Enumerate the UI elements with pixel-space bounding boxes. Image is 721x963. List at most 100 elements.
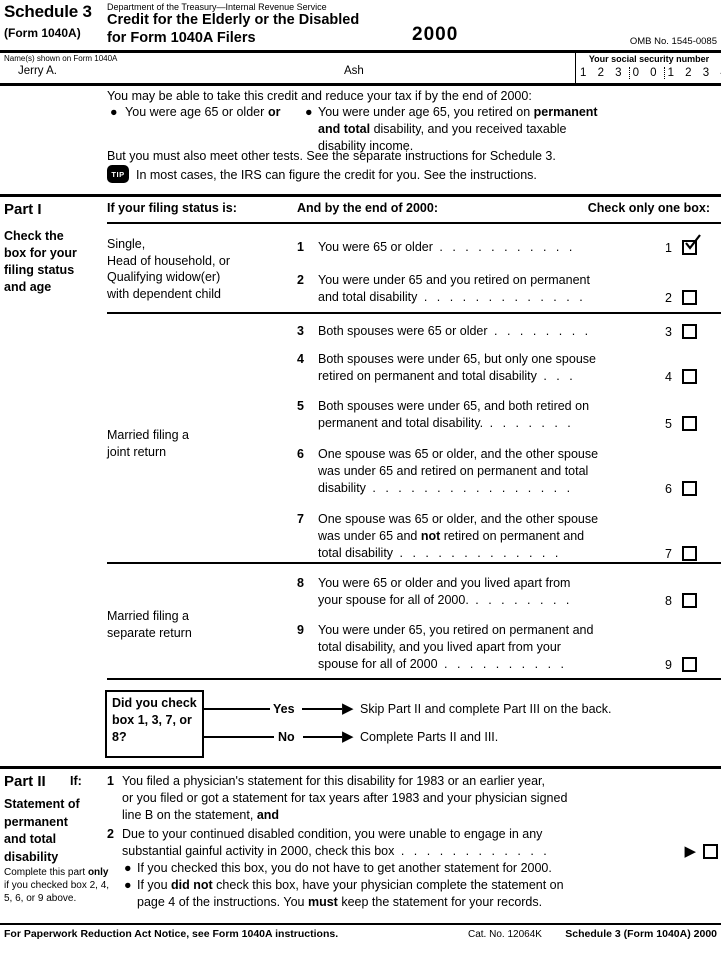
- first-name-field[interactable]: Jerry A.: [18, 65, 57, 77]
- part1-line-3: 3 Both spouses were 65 or older . . . . …: [297, 323, 703, 340]
- line-number: 8: [297, 576, 304, 590]
- line-text: You were under 65 and you retired on per…: [318, 273, 590, 304]
- box-number: 6: [665, 481, 672, 496]
- flow-no-label: No: [278, 730, 295, 744]
- intro-line2: But you must also meet other tests. See …: [107, 149, 556, 163]
- bullet-icon: ●: [124, 878, 132, 892]
- box-number: 2: [665, 290, 672, 305]
- flow-no-text: Complete Parts II and III.: [360, 730, 499, 744]
- checkbox-9[interactable]: [682, 657, 697, 672]
- box-number: 7: [665, 546, 672, 561]
- flow-no-line-right: [303, 736, 342, 738]
- line-number: 3: [297, 324, 304, 338]
- tip-text: In most cases, the IRS can figure the cr…: [136, 168, 537, 182]
- flow-yes-line-right: [302, 708, 342, 710]
- dot-leader: . . . . . . . . . . . .: [394, 844, 550, 858]
- group3-rule: [107, 678, 721, 680]
- flow-yes-line-left: [202, 708, 270, 710]
- line-text: Both spouses were under 65, and both ret…: [318, 399, 590, 430]
- part1-line-9: 9 You were under 65, you retired on perm…: [297, 622, 703, 673]
- schedule-label: Schedule 3: [4, 2, 92, 21]
- tip-icon: TIP: [107, 165, 129, 183]
- part2-item-1: 1 You filed a physician's statement for …: [107, 773, 718, 824]
- intro-or: or: [268, 105, 281, 119]
- part2-sidebar-title: Statement of permanent and total disabil…: [4, 797, 80, 864]
- part1-sidebar: Check the box for your filing status and…: [4, 229, 77, 294]
- ssn-group-3[interactable]: 1 2 3 4: [667, 67, 721, 79]
- intro-bullet-right-text: You were under age 65, you retired on pe…: [318, 105, 598, 153]
- group2-rule: [107, 562, 721, 564]
- bullet-icon: ●: [124, 861, 132, 875]
- line-number: 1: [107, 774, 114, 788]
- intro-bullet-left: ● You were age 65 or older: [110, 104, 264, 121]
- part2-label: Part II: [4, 773, 46, 790]
- ssn-group-1[interactable]: 1 2 3: [580, 67, 626, 79]
- check-mark-icon: [685, 234, 701, 250]
- line-number: 7: [297, 512, 304, 526]
- part2-bullet-1: ● If you checked this box, you do not ha…: [124, 861, 552, 875]
- line-number: 2: [297, 273, 304, 287]
- line-text: One spouse was 65 or older, and the othe…: [318, 512, 599, 560]
- line-number: 2: [107, 827, 114, 841]
- part1-line-8: 8 You were 65 or older and you lived apa…: [297, 575, 703, 609]
- line-number: 9: [297, 623, 304, 637]
- flow-no-arrow-icon: ▶: [342, 728, 354, 745]
- checkbox-6[interactable]: [682, 481, 697, 496]
- checkbox-4[interactable]: [682, 369, 697, 384]
- flow-question-box: Did you check box 1, 3, 7, or 8?: [105, 690, 204, 758]
- bullet-icon: ●: [110, 105, 118, 119]
- part1-label: Part I: [4, 201, 42, 218]
- status-label-joint: Married filing a joint return: [107, 428, 189, 459]
- line-number: 4: [297, 352, 304, 366]
- part1-line-5: 5 Both spouses were under 65, and both r…: [297, 398, 703, 432]
- form-title-line2: for Form 1040A Filers: [107, 30, 256, 46]
- line-number: 5: [297, 399, 304, 413]
- box-number: 9: [665, 657, 672, 672]
- right-arrow-icon: ▶: [684, 842, 696, 860]
- ssn-field[interactable]: 1 2 3 0 0 1 2 3 4: [577, 64, 721, 82]
- checkbox-3[interactable]: [682, 324, 697, 339]
- dot-leader: . . .: [536, 369, 576, 383]
- checkbox-2[interactable]: [682, 290, 697, 305]
- ssn-group-2[interactable]: 0 0: [628, 67, 665, 79]
- ssn-divider: [575, 53, 576, 83]
- omb-number: OMB No. 1545-0085: [629, 36, 717, 47]
- flow-no-line-left: [202, 736, 274, 738]
- part1-line-2: 2 You were under 65 and you retired on p…: [297, 272, 703, 306]
- item2-text: Due to your continued disabled condition…: [122, 827, 550, 858]
- flow-yes-label: Yes: [273, 702, 295, 716]
- footer-rule: [0, 923, 721, 925]
- part2-bullet-2: ● If you did not check this box, have yo…: [124, 878, 564, 909]
- checkbox-1[interactable]: [682, 234, 701, 255]
- line-text: One spouse was 65 or older, and the othe…: [318, 447, 599, 495]
- flow-yes-text: Skip Part II and complete Part III on th…: [360, 702, 612, 716]
- dot-leader: . . . . . . . . . .: [437, 657, 567, 671]
- agency-line: Department of the Treasury—Internal Reve…: [107, 2, 327, 12]
- checkbox-8[interactable]: [682, 593, 697, 608]
- part1-top-rule: [0, 194, 721, 197]
- intro-bullet-right: ● You were under age 65, you retired on …: [305, 104, 718, 155]
- line-text: You were 65 or older and you lived apart…: [318, 576, 573, 607]
- part1-line-6: 6 One spouse was 65 or older, and the ot…: [297, 446, 703, 497]
- part2-checkbox[interactable]: [703, 844, 718, 859]
- intro-line1: You may be able to take this credit and …: [107, 89, 532, 103]
- line-text: Both spouses were 65 or older . . . . . …: [318, 324, 592, 338]
- footer-notice: For Paperwork Reduction Act Notice, see …: [4, 928, 339, 940]
- part1-line-7: 7 One spouse was 65 or older, and the ot…: [297, 511, 703, 562]
- dot-leader: . . . . . . .: [483, 416, 574, 430]
- column-check-one-box: Check only one box:: [587, 201, 710, 215]
- box-number: 8: [665, 593, 672, 608]
- line-number: 1: [297, 240, 304, 254]
- form-title-line1: Credit for the Elderly or the Disabled: [107, 12, 360, 28]
- line-text: Both spouses were under 65, but only one…: [318, 352, 596, 383]
- box-number: 3: [665, 324, 672, 339]
- last-name-field[interactable]: Ash: [344, 65, 364, 77]
- item1-text: You filed a physician's statement for th…: [122, 774, 568, 822]
- line-text: You were under 65, you retired on perman…: [318, 623, 594, 671]
- status-label-separate: Married filing a separate return: [107, 609, 192, 640]
- checkbox-7[interactable]: [682, 546, 697, 561]
- checkbox-5[interactable]: [682, 416, 697, 431]
- status-label-single: Single, Head of household, or Qualifying…: [107, 237, 231, 301]
- header-rule: [0, 50, 721, 53]
